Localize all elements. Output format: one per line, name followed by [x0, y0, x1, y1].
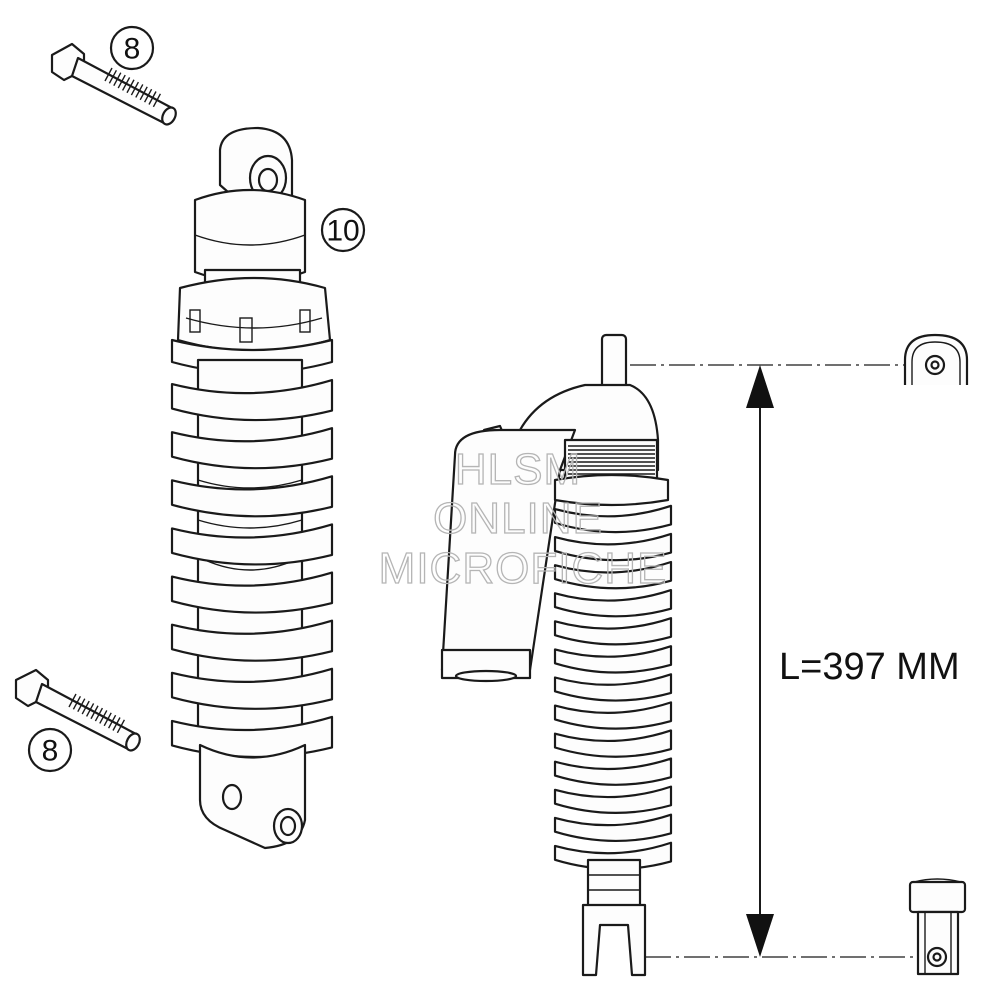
- spring-left-coil: [170, 523, 334, 566]
- spring-right-coil: [553, 532, 673, 562]
- spring-left-coil: [170, 667, 334, 710]
- spring-left-coil: [170, 378, 334, 422]
- bolt-bottom[interactable]: [14, 668, 143, 753]
- spring-right-coil: [553, 785, 673, 814]
- callout-shock-absorber: 10: [320, 207, 366, 253]
- spring-left-coil: [170, 571, 334, 614]
- spring-right-coil: [553, 813, 673, 843]
- spring-right-coil: [553, 617, 673, 646]
- watermark-line2: ONLINE: [433, 494, 603, 543]
- callout-bolt-bottom: 8: [27, 727, 73, 773]
- spring-right-coil: [553, 560, 673, 590]
- spring-right-coil: [553, 701, 673, 730]
- spring-right-coil: [553, 729, 673, 758]
- shock-absorber-right: [440, 333, 673, 977]
- callout-label: 8: [124, 33, 141, 66]
- spring-right-coil: [553, 757, 673, 786]
- spring-left-coil: [170, 427, 334, 470]
- spring-right-coil: [553, 588, 673, 618]
- callout-label: 8: [42, 735, 59, 768]
- bolt-top[interactable]: [50, 42, 179, 127]
- spring-left-coil: [170, 619, 334, 662]
- spring-left-coil: [170, 475, 334, 518]
- dimension-length: L=397 MM: [630, 364, 960, 958]
- callout-bolt-top: 8: [109, 25, 155, 71]
- watermark: HLSM ONLINE MICROFICHE: [378, 444, 668, 593]
- shock-absorber-left[interactable]: [170, 126, 334, 850]
- spring-right-coil: [553, 841, 673, 871]
- spring-right-coil: [553, 504, 673, 534]
- spring-right-coil: [553, 645, 673, 674]
- watermark-line1: HLSM: [455, 445, 581, 494]
- spring-right-coil: [553, 673, 673, 702]
- dimension-label: L=397 MM: [779, 646, 960, 688]
- bottom-mount-eye: [908, 878, 967, 976]
- top-mount-eye: [903, 333, 969, 385]
- callout-label: 10: [326, 215, 359, 248]
- watermark-line3: MICROFICHE: [379, 544, 668, 593]
